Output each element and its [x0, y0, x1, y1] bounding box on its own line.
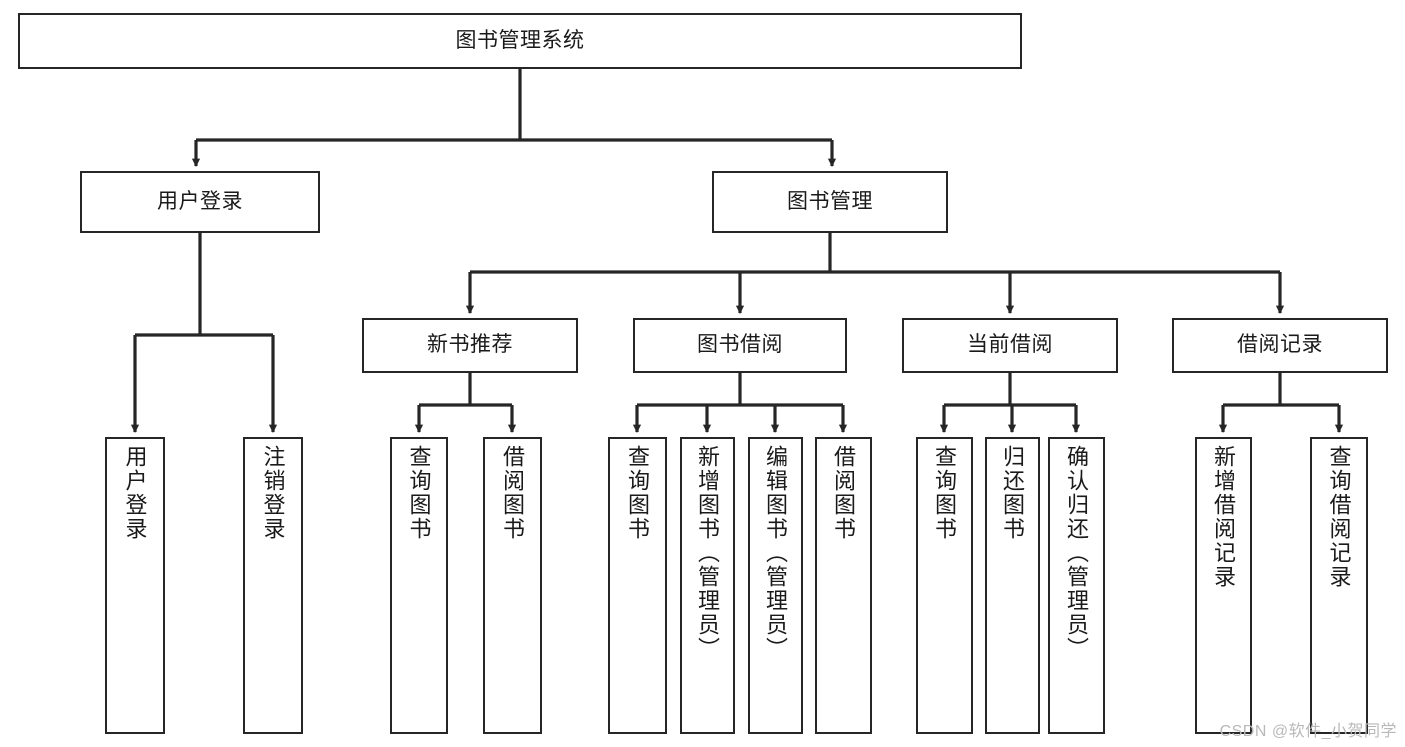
node-leaf-user-logout-label: 注销登录 — [260, 445, 286, 541]
node-root[interactable]: 图书管理系统 — [18, 13, 1022, 69]
node-leaf-confirm-return-label: 确认归还（管理员） — [1064, 445, 1090, 661]
node-book-borrow-label: 图书借阅 — [697, 333, 783, 357]
node-current-borrow[interactable]: 当前借阅 — [902, 318, 1118, 373]
node-leaf-add-borrow-record[interactable]: 新增借阅记录 — [1195, 437, 1252, 734]
node-book-management-label: 图书管理 — [787, 189, 873, 213]
node-leaf-edit-book-label: 编辑图书（管理员） — [763, 445, 789, 661]
node-user-login[interactable]: 用户登录 — [80, 171, 320, 233]
node-leaf-return-book[interactable]: 归还图书 — [985, 437, 1040, 734]
csdn-watermark: CSDN @软件_小贺同学 — [1219, 723, 1397, 740]
node-leaf-query-book-1-label: 查询图书 — [406, 445, 432, 541]
node-leaf-confirm-return[interactable]: 确认归还（管理员） — [1048, 437, 1105, 734]
node-leaf-borrow-book-1[interactable]: 借阅图书 — [483, 437, 542, 734]
node-leaf-edit-book[interactable]: 编辑图书（管理员） — [748, 437, 803, 734]
node-leaf-query-borrow-record[interactable]: 查询借阅记录 — [1310, 437, 1368, 734]
node-leaf-borrow-book-2-label: 借阅图书 — [831, 445, 857, 541]
node-leaf-add-book-label: 新增图书（管理员） — [695, 445, 721, 661]
node-current-borrow-label: 当前借阅 — [967, 333, 1053, 357]
node-leaf-query-book-2[interactable]: 查询图书 — [608, 437, 667, 734]
node-root-label: 图书管理系统 — [455, 28, 585, 52]
node-user-login-label: 用户登录 — [157, 189, 243, 213]
node-leaf-user-login-label: 用户登录 — [122, 445, 148, 541]
node-leaf-borrow-book-2[interactable]: 借阅图书 — [815, 437, 872, 734]
node-new-book-recommend-label: 新书推荐 — [427, 333, 513, 357]
node-leaf-user-logout[interactable]: 注销登录 — [243, 437, 303, 734]
node-leaf-query-book-3[interactable]: 查询图书 — [916, 437, 973, 734]
node-leaf-borrow-book-1-label: 借阅图书 — [500, 445, 526, 541]
node-leaf-query-book-3-label: 查询图书 — [932, 445, 958, 541]
node-leaf-add-book[interactable]: 新增图书（管理员） — [680, 437, 735, 734]
node-book-management[interactable]: 图书管理 — [712, 171, 948, 233]
node-leaf-return-book-label: 归还图书 — [1000, 445, 1026, 541]
node-borrow-record-label: 借阅记录 — [1237, 333, 1323, 357]
node-leaf-query-borrow-record-label: 查询借阅记录 — [1326, 445, 1352, 589]
node-leaf-add-borrow-record-label: 新增借阅记录 — [1211, 445, 1237, 589]
node-borrow-record[interactable]: 借阅记录 — [1172, 318, 1388, 373]
node-book-borrow[interactable]: 图书借阅 — [633, 318, 847, 373]
node-leaf-query-book-2-label: 查询图书 — [625, 445, 651, 541]
node-new-book-recommend[interactable]: 新书推荐 — [362, 318, 578, 373]
node-leaf-query-book-1[interactable]: 查询图书 — [390, 437, 448, 734]
node-leaf-user-login[interactable]: 用户登录 — [105, 437, 165, 734]
